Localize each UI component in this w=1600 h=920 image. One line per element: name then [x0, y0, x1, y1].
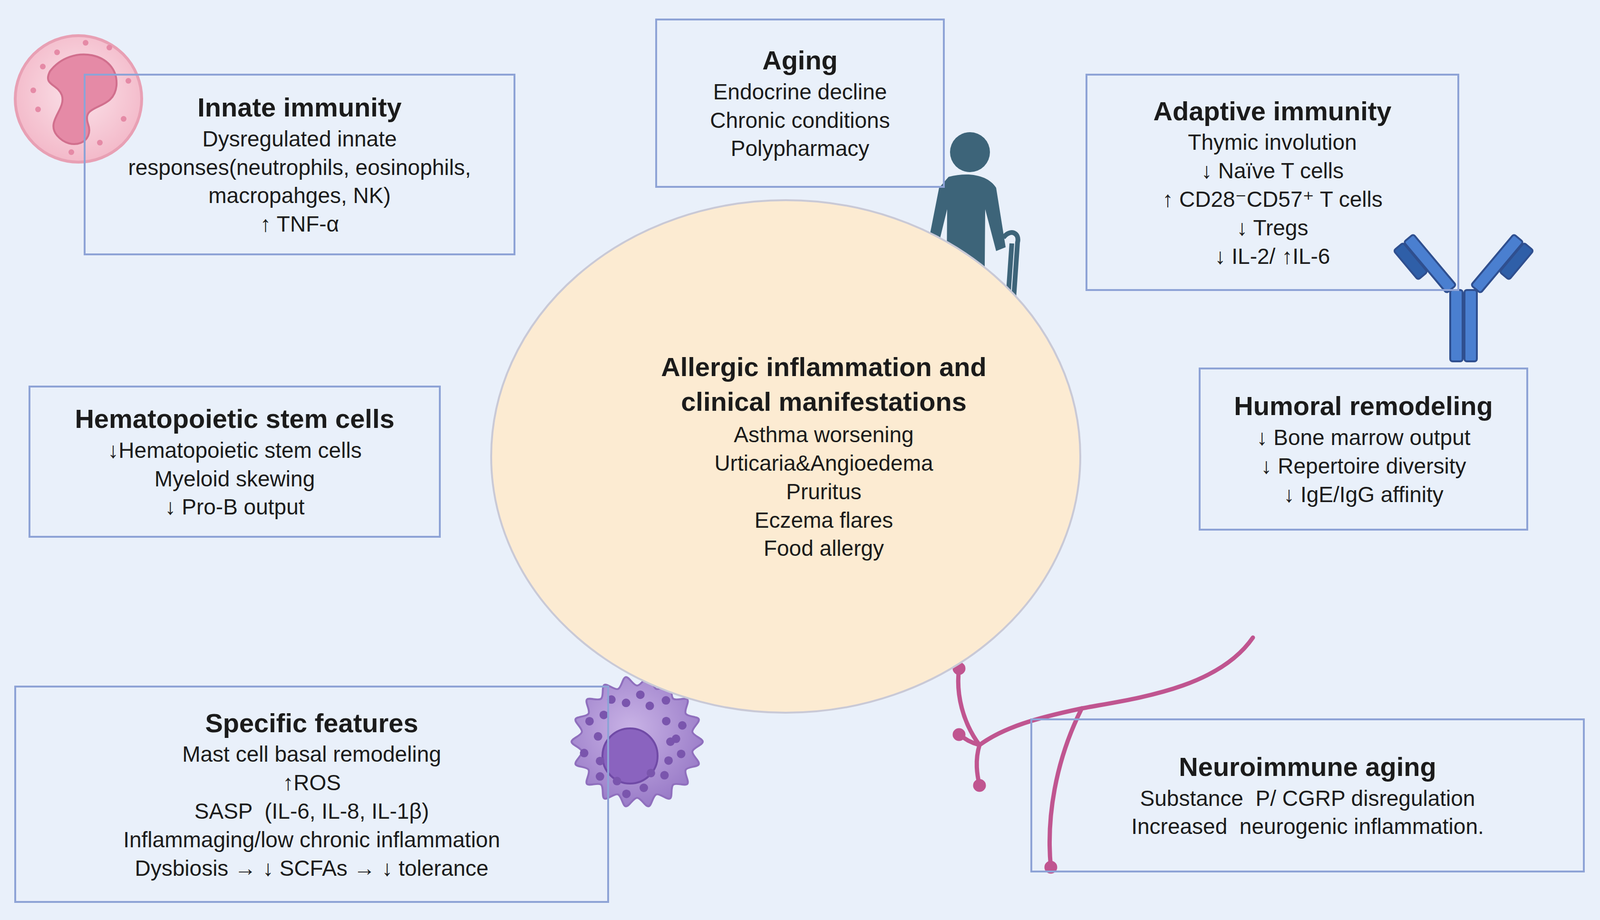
node-text: Pruritus: [785, 477, 862, 507]
node-content: Allergic inflammation and clinical manif…: [489, 198, 1082, 715]
node-content: Neuroimmune agingSubstance P/ CGRP disre…: [1032, 720, 1583, 871]
node-text: Myeloid skewing: [154, 465, 315, 494]
node-heading: Specific features: [204, 706, 418, 741]
node-text: ↑ TNF-α: [260, 210, 340, 239]
node-text: Chronic conditions: [709, 106, 890, 136]
node-text: ↓ IgE/IgG affinity: [1283, 480, 1444, 510]
node-text: Eczema flares: [754, 506, 893, 535]
node-text: Dysbiosis → ↓ SCFAs → ↓ tolerance: [135, 854, 489, 883]
center-ellipse: Allergic inflammation and clinical manif…: [489, 198, 1082, 715]
node-text: ↓ IL-2/ ↑IL-6: [1214, 242, 1331, 272]
node-text: ↓Hematopoietic stem cells: [107, 436, 362, 466]
node-text: Thymic involution: [1187, 128, 1357, 157]
node-text: Increased neurogenic inflammation.: [1131, 812, 1484, 842]
node-text: ↓ Tregs: [1236, 213, 1309, 243]
innate-immunity-box: Innate immunityDysregulated innate respo…: [83, 73, 516, 256]
node-text: ↑ROS: [282, 768, 341, 798]
node-text: Polypharmacy: [730, 134, 870, 164]
node-content: Adaptive immunityThymic involution↓ Naïv…: [1087, 75, 1458, 290]
stem-cell-box: Hematopoietic stem cells↓Hematopoietic s…: [28, 385, 441, 538]
node-heading: Neuroimmune aging: [1178, 749, 1436, 785]
node-text: ↓ Naïve T cells: [1201, 156, 1344, 186]
node-text: Endocrine decline: [713, 77, 888, 107]
node-text: ↓ Repertoire diversity: [1260, 452, 1466, 481]
node-heading: Allergic inflammation and clinical manif…: [632, 349, 1016, 420]
aging-box: AgingEndocrine declineChronic conditions…: [655, 18, 945, 188]
node-text: Asthma worsening: [733, 420, 914, 450]
ellipse-shape: [491, 200, 1081, 713]
adaptive-immunity-box: Adaptive immunityThymic involution↓ Naïv…: [1085, 73, 1460, 291]
node-text: Mast cell basal remodeling: [182, 740, 442, 769]
node-content: Innate immunityDysregulated innate respo…: [85, 75, 514, 254]
node-text: SASP (IL-6, IL-8, IL-1β): [194, 797, 429, 826]
specific-features-box: Specific featuresMast cell basal remodel…: [14, 685, 610, 903]
node-text: Dysregulated innate responses(neutrophil…: [97, 125, 502, 211]
node-heading: Hematopoietic stem cells: [74, 401, 395, 437]
node-text: Food allergy: [763, 534, 884, 563]
node-text: ↑ CD28⁻CD57⁺ T cells: [1162, 185, 1383, 214]
node-heading: Innate immunity: [197, 90, 402, 126]
node-text: Substance P/ CGRP disregulation: [1140, 784, 1476, 814]
node-content: AgingEndocrine declineChronic conditions…: [657, 20, 943, 186]
node-content: Humoral remodeling↓ Bone marrow output↓ …: [1200, 369, 1527, 529]
antibody-icon: [1393, 233, 1534, 362]
node-content: Hematopoietic stem cells↓Hematopoietic s…: [30, 387, 439, 536]
node-text: ↓ Pro-B output: [164, 493, 305, 522]
node-heading: Humoral remodeling: [1233, 388, 1494, 424]
node-heading: Aging: [762, 43, 838, 78]
node-text: Urticaria&Angioedema: [714, 449, 933, 478]
node-text: ↓ Bone marrow output: [1256, 423, 1471, 453]
humoral-box: Humoral remodeling↓ Bone marrow output↓ …: [1198, 367, 1529, 531]
node-text: Inflammaging/low chronic inflammation: [123, 825, 501, 855]
node-content: Specific featuresMast cell basal remodel…: [16, 687, 608, 902]
neuroimmune-box: Neuroimmune agingSubstance P/ CGRP disre…: [1030, 718, 1585, 873]
neutrophil-cell: [15, 35, 142, 163]
node-heading: Adaptive immunity: [1153, 94, 1392, 129]
